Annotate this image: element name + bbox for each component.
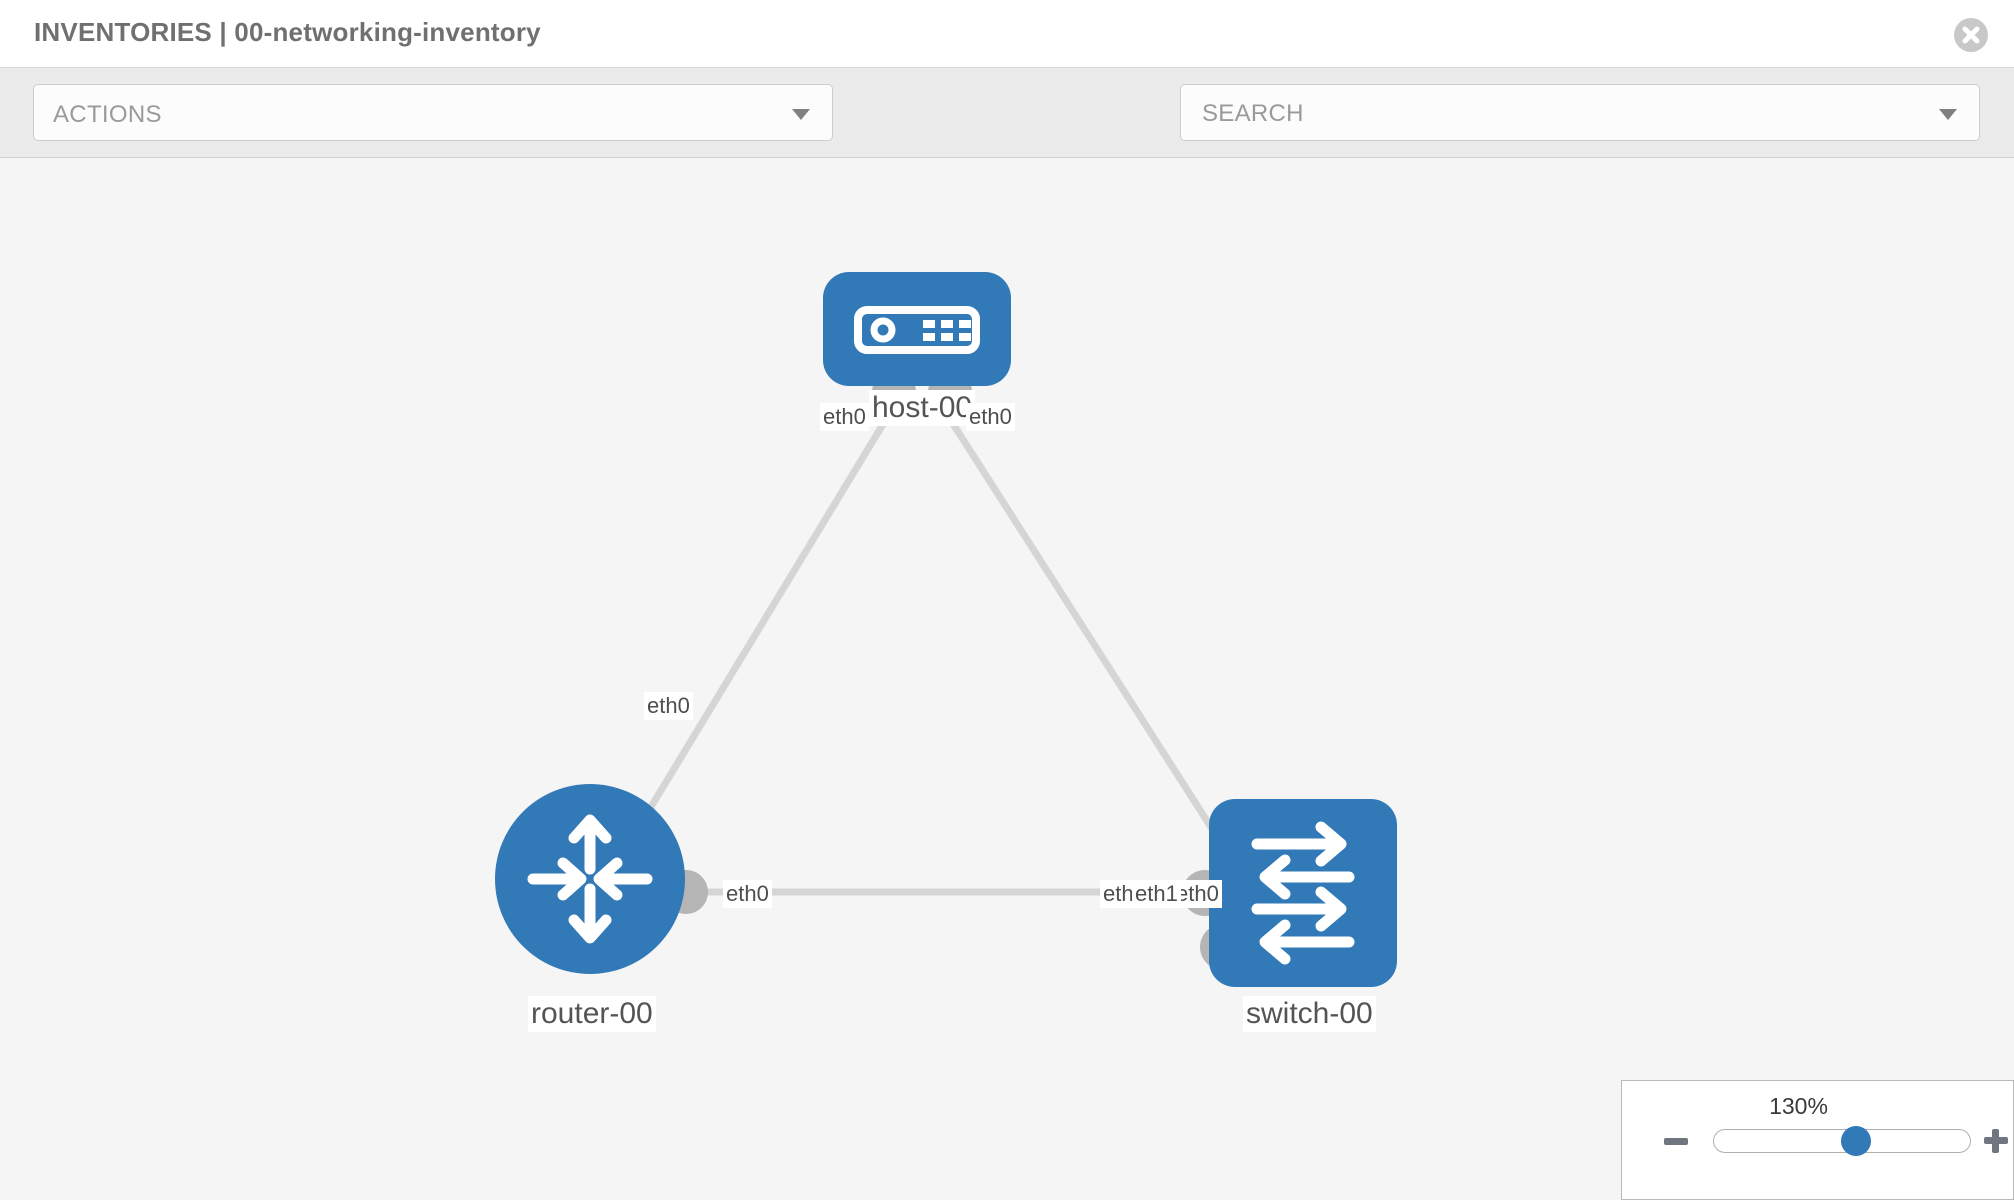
edge-label-router-eth0: eth0: [723, 880, 772, 908]
node-switch-00[interactable]: [1209, 799, 1397, 987]
node-host-00[interactable]: [823, 272, 1011, 386]
edge-label-switch-uplink: eth0: [1173, 880, 1222, 908]
switch-arrows-icon: [1251, 821, 1355, 965]
zoom-in-button[interactable]: [1984, 1129, 2008, 1153]
edge-host-switch[interactable]: [945, 414, 1235, 862]
toolbar: ACTIONS: [0, 68, 2014, 201]
router-four-arrows-icon: [527, 814, 653, 944]
zoom-slider-thumb[interactable]: [1841, 1126, 1871, 1156]
edge-host-router[interactable]: [617, 414, 891, 860]
edge-label-switch-eth0-occluded: eth: [1100, 880, 1137, 908]
edge-label-router-uplink: eth0: [644, 692, 693, 720]
node-label-router-00: router-00: [528, 996, 656, 1032]
page-title: INVENTORIES | 00-networking-inventory: [34, 17, 541, 47]
search-input[interactable]: [1200, 85, 1904, 142]
edge-label-host-right: eth0: [966, 403, 1015, 431]
close-icon: [1962, 26, 1980, 44]
search-field[interactable]: [1180, 84, 1980, 142]
zoom-level-value: 130%: [1769, 1093, 1828, 1119]
node-router-00[interactable]: [495, 784, 685, 974]
actions-dropdown-label: ACTIONS: [53, 101, 162, 128]
actions-dropdown[interactable]: ACTIONS: [33, 84, 833, 141]
zoom-control-panel: 130%: [1621, 1080, 2014, 1200]
server-rack-icon: [854, 306, 980, 354]
chevron-down-icon: [792, 109, 810, 120]
topology-canvas[interactable]: host-00 router-00 switch-00 eth0 eth0 et…: [0, 158, 2014, 1200]
node-label-switch-00: switch-00: [1243, 996, 1376, 1032]
node-label-host-00: host-00: [869, 390, 976, 426]
edge-label-switch-eth1: eth1: [1132, 880, 1181, 908]
edge-label-host-left: eth0: [820, 403, 869, 431]
search-chevron-down-icon[interactable]: [1939, 109, 1957, 120]
close-button[interactable]: [1954, 18, 1988, 52]
title-bar: INVENTORIES | 00-networking-inventory: [0, 0, 2014, 68]
zoom-out-button[interactable]: [1664, 1138, 1688, 1145]
